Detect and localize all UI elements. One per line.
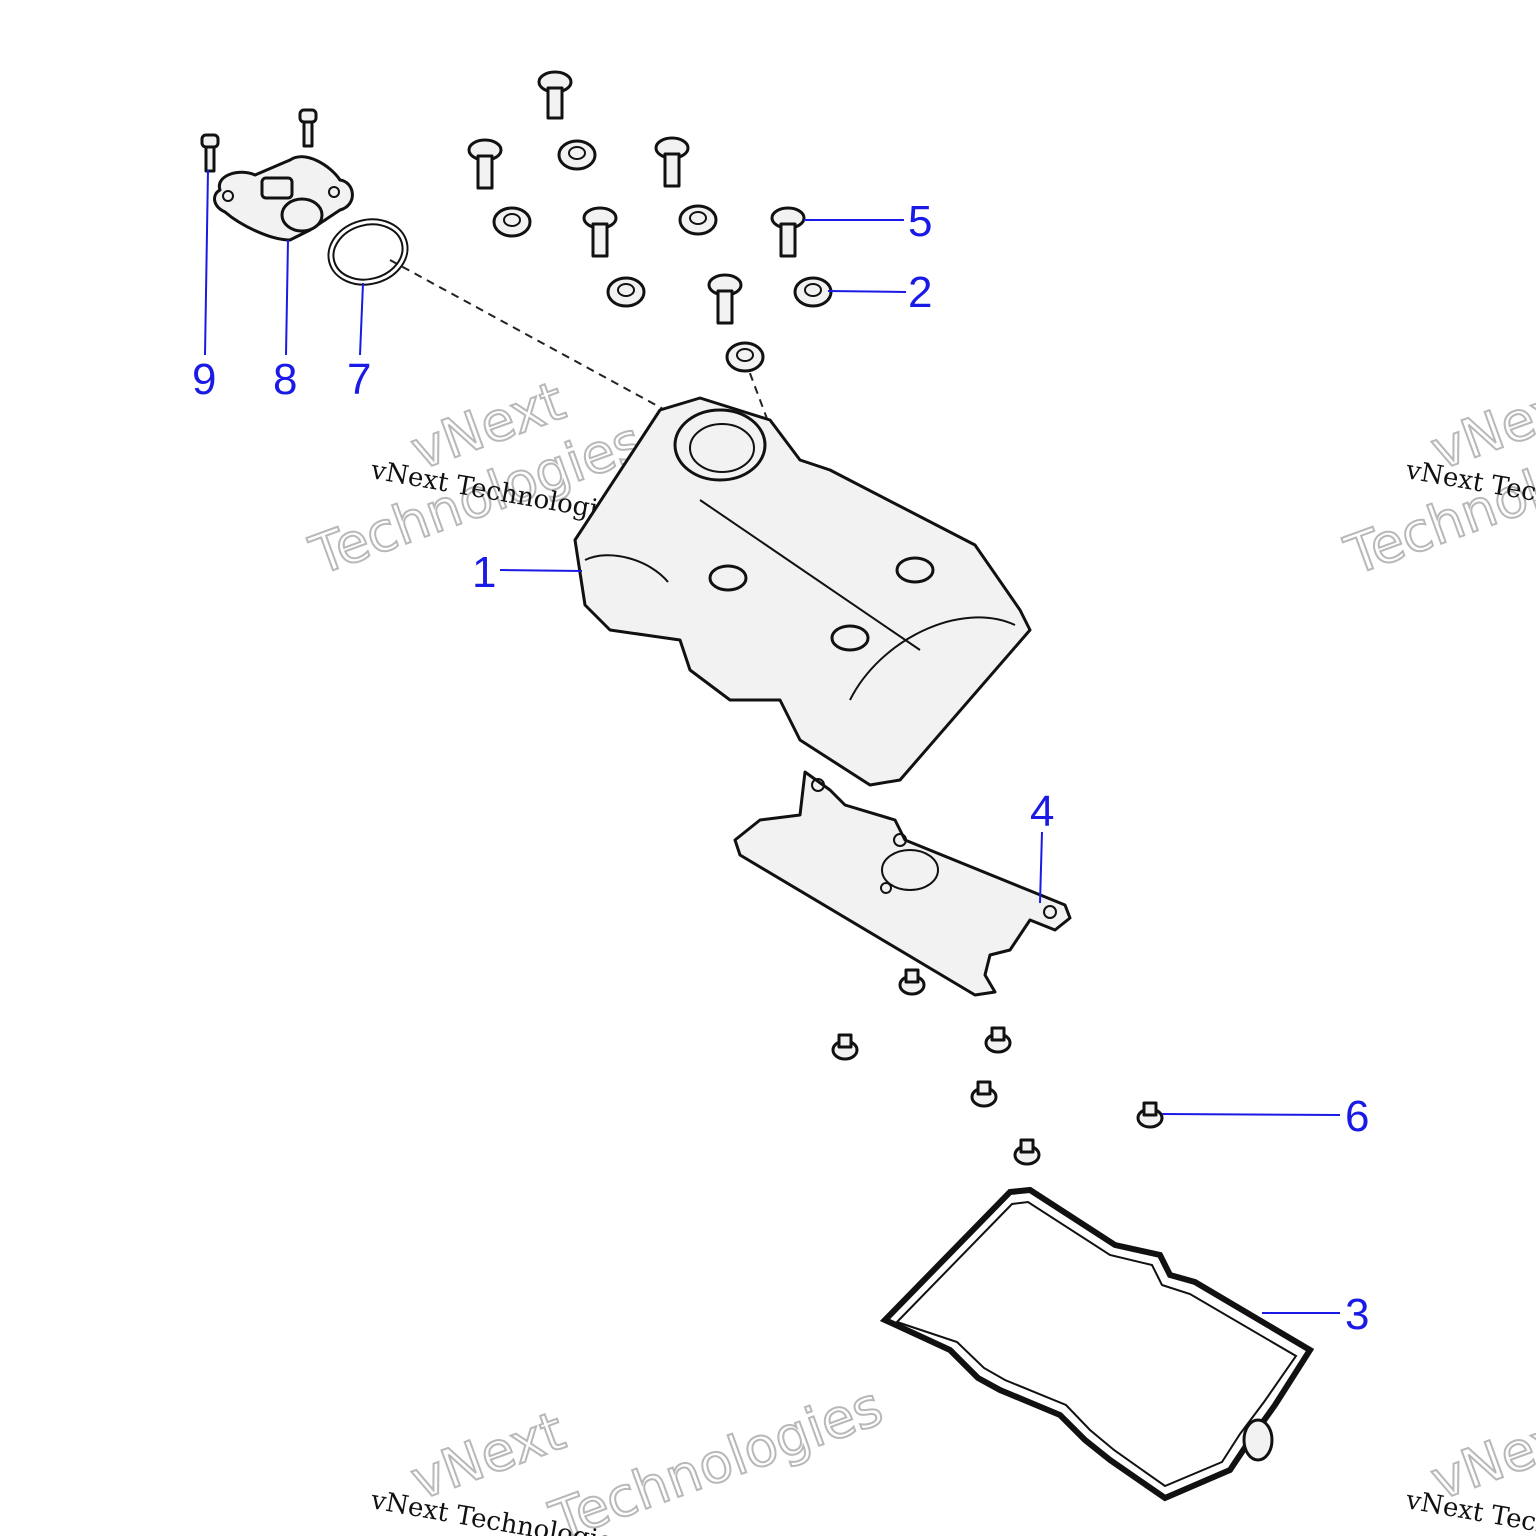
callout-9: 9 bbox=[192, 355, 216, 404]
nuts-part-6 bbox=[831, 968, 1164, 1166]
callout-3: 3 bbox=[1345, 1290, 1369, 1339]
leader-6 bbox=[1161, 1113, 1341, 1116]
bolts-part-5 bbox=[467, 70, 806, 325]
leader-9 bbox=[204, 169, 209, 356]
leader-4 bbox=[1039, 831, 1043, 904]
callout-2: 2 bbox=[908, 268, 932, 317]
callout-7: 7 bbox=[347, 355, 371, 404]
callout-8: 8 bbox=[273, 355, 297, 404]
o-ring-part-7 bbox=[327, 218, 409, 286]
watermark-top-right: vNext Technologies vNext Technologies bbox=[1336, 368, 1536, 589]
leader-1 bbox=[499, 569, 583, 572]
leader-2 bbox=[827, 290, 907, 293]
alignment-line-bolt bbox=[744, 359, 851, 641]
watermark-word-technologies: Technologies bbox=[542, 1374, 890, 1536]
callout-6: 6 bbox=[1345, 1092, 1369, 1141]
thermostat-housing-part-8 bbox=[213, 155, 354, 242]
callout-4: 4 bbox=[1030, 787, 1054, 836]
leader-8 bbox=[285, 239, 289, 356]
valve-cover-part-1 bbox=[573, 396, 1032, 787]
watermark-bottom-left: vNext Technologies vNext Technologies bbox=[368, 1373, 892, 1536]
leader-7 bbox=[359, 282, 364, 356]
screw-part-9 bbox=[200, 108, 318, 173]
plate-gasket-part-4 bbox=[733, 770, 1072, 997]
callout-1: 1 bbox=[472, 548, 496, 597]
watermark-bottom-right: vNext vNext Technologies bbox=[1403, 1398, 1536, 1536]
seal-gasket-part-3 bbox=[879, 1186, 1315, 1502]
grommets-part-2 bbox=[492, 139, 833, 373]
callout-5: 5 bbox=[908, 197, 932, 246]
